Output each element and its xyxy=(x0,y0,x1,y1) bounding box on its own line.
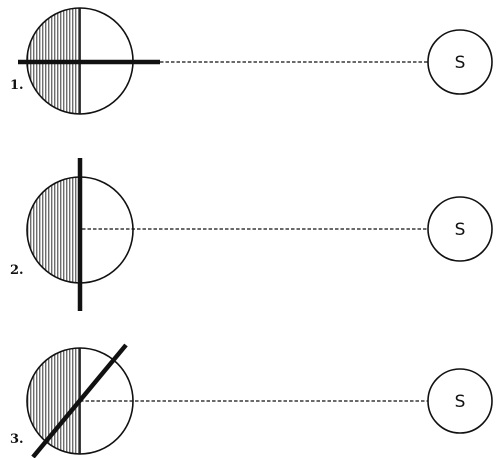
night-side-2 xyxy=(27,177,80,283)
sun-2: S xyxy=(428,197,492,261)
sun-label-3: S xyxy=(455,392,466,412)
sun-label-1: S xyxy=(455,53,466,73)
sun-3: S xyxy=(428,369,492,433)
diagram-3: S 3. xyxy=(10,345,492,457)
diagram-number-3: 3. xyxy=(10,432,24,447)
sun-1: S xyxy=(428,30,492,94)
diagram-1: S 1. xyxy=(10,8,492,114)
diagram-number-2: 2. xyxy=(10,263,24,278)
night-side-3 xyxy=(27,348,80,454)
sun-label-2: S xyxy=(455,220,466,240)
diagram-2: S 2. xyxy=(10,158,492,311)
diagram-number-1: 1. xyxy=(10,78,24,93)
